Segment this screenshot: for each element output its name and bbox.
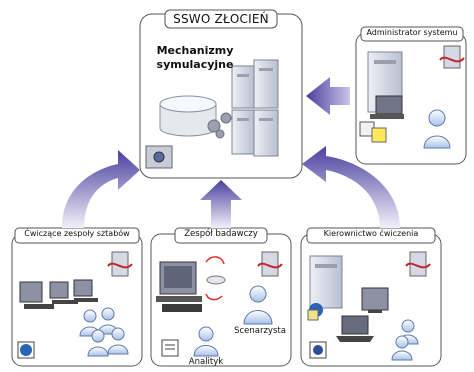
- safe-icon-3: [309, 341, 327, 359]
- label-analityk: Analityk: [188, 357, 224, 367]
- database-icon: [159, 95, 217, 137]
- central-title-bar: [164, 9, 278, 29]
- box-badawczy-title: Zespół badawczy: [184, 229, 258, 239]
- admin-title: Administrator systemu: [366, 28, 458, 37]
- safe-icon: [145, 145, 173, 169]
- analityk-person-icon: [193, 326, 219, 357]
- sync-arrows-icon: [205, 256, 225, 301]
- box-kierownictwo-title: Kierownictwo ćwiczenia: [323, 229, 419, 238]
- monitor-icon-3: [361, 287, 389, 313]
- workstation-icon: [156, 261, 202, 312]
- central-subtitle-line1: Mechanizmy: [156, 44, 234, 57]
- disk-icon: [206, 275, 226, 285]
- firewall-icon-1: [107, 251, 133, 277]
- laptop-icon: [336, 315, 374, 342]
- globe-icon-1: [17, 341, 35, 359]
- firewall-icon-3: [405, 251, 431, 277]
- admin-workstation-icon: [370, 95, 404, 119]
- people-icon-3: [391, 319, 419, 361]
- globe-icon-3: [307, 303, 323, 321]
- monitors-icon: [19, 279, 98, 309]
- server-rack-icon: [231, 59, 279, 157]
- arrow-right-curved: [302, 146, 400, 228]
- admin-person-icon: [423, 109, 451, 149]
- people-group-icon-1: [79, 307, 129, 357]
- arrow-middle-up: [200, 180, 242, 228]
- arrow-left-curved: [62, 150, 140, 228]
- gears-icon: [207, 112, 232, 139]
- label-scenarzysta: Scenarzysta: [234, 326, 286, 336]
- admin-tools-icon: [359, 121, 387, 143]
- scenarzysta-person-icon: [243, 285, 273, 325]
- admin-title-bar: [360, 26, 464, 42]
- arrow-admin-left: [306, 77, 350, 115]
- box-cwiczace-title: Ćwiczące zespoły sztabów: [24, 229, 130, 238]
- central-title: SSWO ZŁOCIEŃ: [173, 12, 269, 26]
- notepad-icon: [161, 339, 179, 357]
- firewall-icon-2: [257, 251, 283, 277]
- server-icon-3: [309, 255, 343, 309]
- box-kierownictwo-title-bar: [306, 227, 436, 244]
- central-subtitle-line2: symulacyjne: [156, 58, 234, 71]
- admin-firewall-icon: [439, 45, 465, 69]
